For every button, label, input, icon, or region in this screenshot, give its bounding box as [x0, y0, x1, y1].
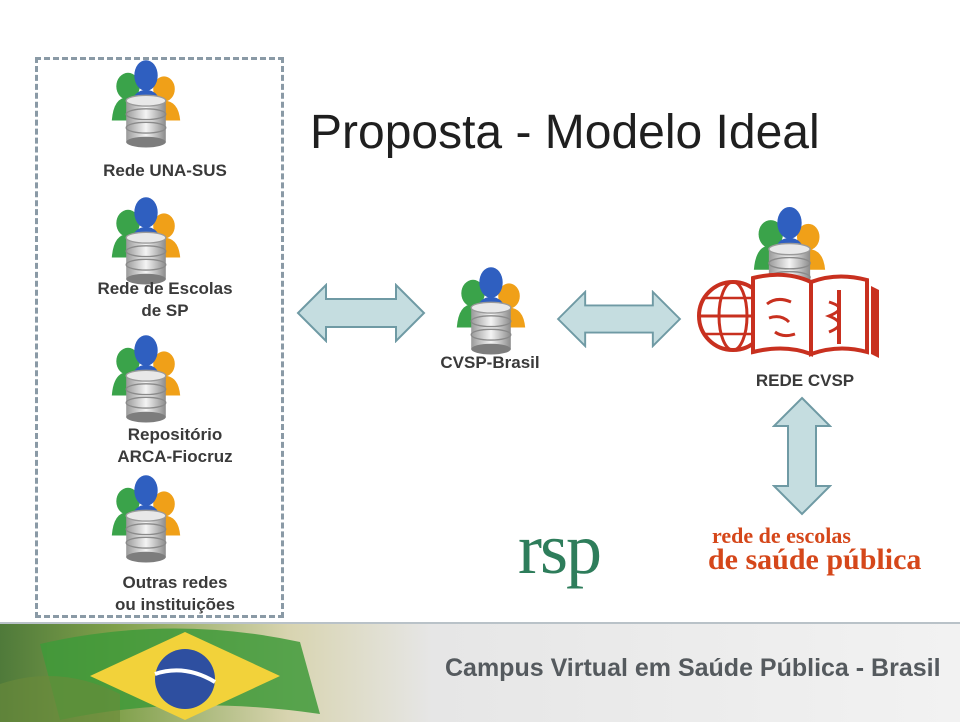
- source-label-una-sus: Rede UNA-SUS: [103, 161, 227, 180]
- rsp-logo-line1: rede de escolas: [712, 523, 851, 548]
- users-database-icon: [110, 330, 182, 425]
- hub-label: CVSP-Brasil: [440, 353, 540, 372]
- users-database-icon: [110, 192, 182, 287]
- double-arrow-icon: [772, 396, 832, 516]
- brazil-flag-icon: [0, 628, 320, 722]
- bvs-book-icon: [697, 272, 879, 358]
- users-database-icon: [455, 262, 527, 357]
- rsp-logo-mark: rsp: [518, 509, 602, 589]
- sources-group-box: [35, 57, 284, 618]
- double-arrow-icon: [296, 283, 426, 343]
- users-database-icon: [110, 55, 182, 150]
- source-label-outras-redes: Outras redes ou instituições: [115, 573, 235, 614]
- footer-banner: Campus Virtual em Saúde Pública - Brasil: [0, 622, 960, 722]
- double-arrow-icon: [553, 290, 685, 348]
- page-title: Proposta - Modelo Ideal: [310, 106, 820, 159]
- source-label-arca-fiocruz: Repositório ARCA-Fiocruz: [117, 425, 233, 466]
- users-database-icon: [110, 470, 182, 565]
- network-label: REDE CVSP: [755, 371, 855, 390]
- footer-text: Campus Virtual em Saúde Pública - Brasil: [445, 654, 941, 682]
- rsp-logo-line2: de saúde pública: [708, 543, 922, 576]
- source-label-escolas-sp: Rede de Escolas de SP: [97, 279, 233, 320]
